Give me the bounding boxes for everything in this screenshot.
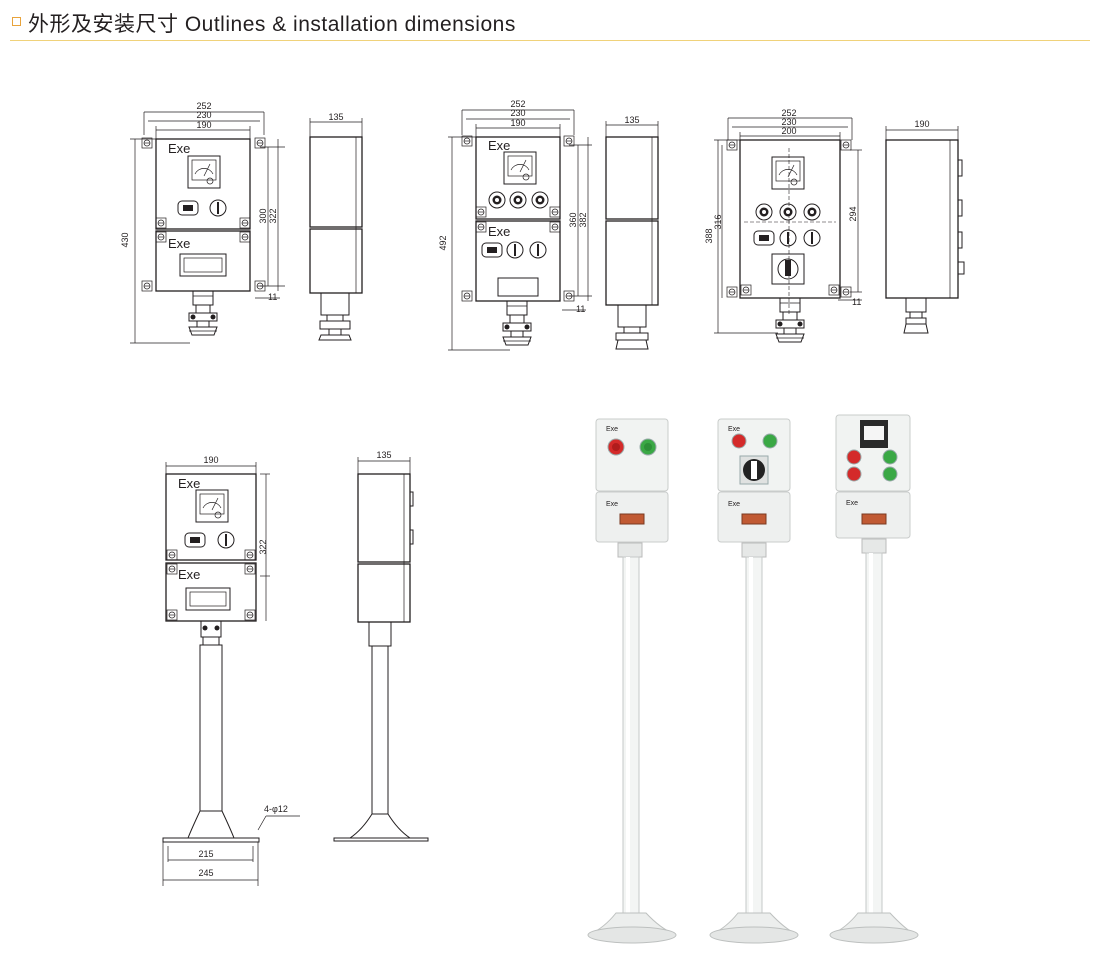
dim-width-190: 190 [203, 455, 218, 465]
product-photo-1: Exe Exe [587, 418, 677, 944]
green-indicator [762, 433, 778, 449]
dim-width-252: 252 [781, 108, 796, 118]
exe-label-top: Exe [168, 141, 190, 156]
dim-width-230: 230 [196, 110, 211, 120]
dim-width-230: 230 [510, 108, 525, 118]
drawing-2-front-view: 252 230 190 Exe Exe 492 360 382 11 [438, 99, 592, 351]
drawing-4-front-view: 190 Exe Exe 322 4-φ12 215 245 [162, 455, 300, 886]
square-bullet-icon [12, 17, 21, 26]
dim-11: 11 [576, 304, 585, 314]
section-header: 外形及安装尺寸 Outlines & installation dimensio… [10, 6, 1090, 41]
dim-height-322: 322 [268, 208, 278, 223]
red-indicator [846, 449, 862, 465]
dim-depth-135: 135 [376, 450, 391, 460]
hole-spec-label: 4-φ12 [264, 804, 288, 814]
product-photo-3: Exe [829, 414, 919, 944]
dim-height-322: 322 [258, 539, 268, 554]
svg-text:Exe: Exe [606, 501, 618, 508]
dim-base-width-245: 245 [198, 868, 213, 878]
header-divider [10, 40, 1090, 41]
dim-width-230: 230 [781, 117, 796, 127]
dim-height-360: 360 [568, 212, 578, 227]
dim-width-190: 190 [196, 120, 211, 130]
exe-label-top: Exe [178, 476, 200, 491]
dim-width-190: 190 [510, 118, 525, 128]
dim-height-300: 300 [258, 208, 268, 223]
svg-text:Exe: Exe [728, 501, 740, 508]
product-photo-2: Exe Exe [709, 418, 799, 944]
exe-label-bottom: Exe [178, 567, 200, 582]
dim-height-294: 294 [848, 206, 858, 221]
dim-height-430: 430 [120, 232, 130, 247]
exe-label-bottom: Exe [488, 224, 510, 239]
red-indicator [731, 433, 747, 449]
dim-height-382: 382 [578, 212, 588, 227]
drawing-1-side-view: 135 [309, 112, 363, 341]
green-indicator [882, 449, 898, 465]
dim-depth-190: 190 [914, 119, 929, 129]
drawing-3-side-view: 190 [885, 119, 965, 334]
exe-mark: Exe [606, 426, 618, 433]
exe-label-top: Exe [488, 138, 510, 153]
dim-width-252: 252 [510, 99, 525, 109]
section-title: 外形及安装尺寸 Outlines & installation dimensio… [28, 13, 516, 36]
dim-11: 11 [268, 292, 277, 302]
dim-depth-135: 135 [624, 115, 639, 125]
dim-width-252: 252 [196, 101, 211, 111]
dim-bolt-span-215: 215 [198, 849, 213, 859]
drawing-3-front-view: 252 230 200 388 316 294 11 [704, 108, 862, 343]
exe-label-bottom: Exe [168, 236, 190, 251]
drawing-4-side-view: 135 [333, 450, 429, 842]
dim-height-316: 316 [713, 214, 723, 229]
dim-11: 11 [852, 297, 861, 307]
dim-depth-135: 135 [328, 112, 343, 122]
drawing-1-front-view: 252 230 190 Exe Exe 430 300 322 11 [120, 101, 285, 344]
dim-width-200: 200 [781, 126, 796, 136]
drawing-2-side-view: 135 [605, 115, 659, 350]
dim-height-388: 388 [704, 228, 714, 243]
dim-height-492: 492 [438, 235, 448, 250]
svg-text:Exe: Exe [846, 500, 858, 507]
svg-text:Exe: Exe [728, 426, 740, 433]
